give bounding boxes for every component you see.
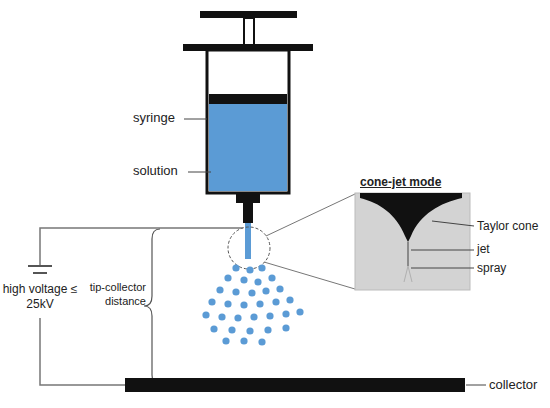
droplet <box>246 327 253 334</box>
circuit-wire <box>40 318 125 385</box>
distance-brace <box>144 229 160 385</box>
droplet <box>286 296 293 303</box>
taylor-cone-shape <box>360 193 462 242</box>
plunger-head <box>209 94 287 104</box>
leader-line <box>411 268 474 269</box>
zoom-guide <box>266 194 355 236</box>
collector-plate <box>125 378 465 392</box>
leader-line <box>432 221 474 226</box>
droplet <box>266 312 273 319</box>
droplet <box>224 274 231 281</box>
spray-streak <box>404 266 412 282</box>
droplet <box>246 266 253 273</box>
inset-heading: cone-jet mode <box>360 175 470 190</box>
droplet <box>216 286 223 293</box>
syringe-barrel <box>207 50 289 193</box>
plunger-handle <box>200 11 297 18</box>
leader-line <box>466 385 486 386</box>
voltage-source-plate <box>28 265 52 267</box>
leader-line <box>411 250 474 251</box>
droplet <box>232 264 239 271</box>
jet-streak <box>407 242 409 266</box>
droplet <box>258 264 265 271</box>
droplet <box>224 300 231 307</box>
zoom-guide <box>264 262 355 289</box>
voltage-label: high voltage ≤ 25kV <box>2 282 78 312</box>
droplet <box>258 338 265 345</box>
zoom-circle <box>228 227 270 269</box>
droplet <box>272 298 279 305</box>
part-label: Taylor cone <box>477 219 549 234</box>
circuit-wire <box>40 228 243 266</box>
cone-jet-photo <box>355 193 470 290</box>
droplet <box>240 337 247 344</box>
part-label: syringe <box>133 110 193 126</box>
spray-droplets <box>202 264 303 345</box>
leader-line <box>184 119 207 120</box>
voltage-source-plate <box>33 272 47 274</box>
droplet <box>282 310 289 317</box>
droplet <box>232 288 239 295</box>
droplet <box>262 287 269 294</box>
part-label: collector <box>489 377 549 393</box>
droplet <box>222 337 229 344</box>
droplet <box>250 313 257 320</box>
droplet <box>276 285 283 292</box>
part-label: jet <box>477 242 537 257</box>
droplet <box>248 289 255 296</box>
droplet <box>256 300 263 307</box>
droplet <box>268 274 275 281</box>
part-label: spray <box>477 261 537 276</box>
droplet <box>208 298 215 305</box>
needle-hub <box>236 193 260 203</box>
distance-label: tip-collector distance <box>78 281 146 309</box>
droplet <box>282 324 289 331</box>
part-label: solution <box>133 163 193 179</box>
droplet <box>240 276 247 283</box>
droplet <box>240 301 247 308</box>
droplet <box>296 308 303 315</box>
needle <box>243 203 253 223</box>
leader-line <box>188 172 211 173</box>
droplet <box>228 326 235 333</box>
droplet <box>202 311 209 318</box>
droplet <box>234 314 241 321</box>
droplet <box>218 313 225 320</box>
droplet <box>264 326 271 333</box>
droplet <box>254 278 261 285</box>
droplet <box>210 325 217 332</box>
solution-fill <box>209 104 287 191</box>
liquid-jet <box>245 223 251 259</box>
